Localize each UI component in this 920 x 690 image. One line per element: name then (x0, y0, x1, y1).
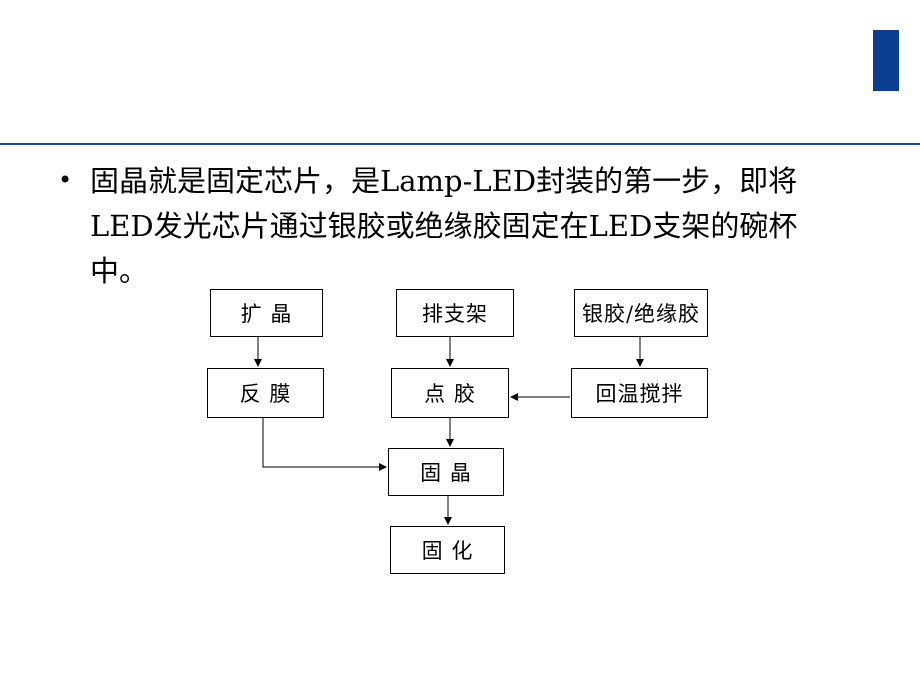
step-dianjiao: 点 胶 (391, 368, 509, 418)
step-guhua: 固 化 (390, 526, 505, 574)
paragraph-line-1: 固晶就是固定芯片，是Lamp-LED封装的第一步，即将 (90, 164, 798, 198)
step-yinjiao: 银胶/绝缘胶 (574, 289, 708, 337)
header-divider (0, 143, 920, 145)
bullet-icon: • (58, 166, 73, 194)
paragraph-line-3: 中。 (90, 254, 149, 288)
step-kuojing: 扩 晶 (210, 289, 323, 337)
step-gujing: 固 晶 (388, 448, 504, 496)
step-paizhijia: 排支架 (396, 289, 514, 337)
step-huiwen: 回温搅拌 (571, 368, 708, 418)
arrow-fanmo-to-gujing (262, 418, 387, 471)
body-paragraph: 固晶就是固定芯片，是Lamp-LED封装的第一步，即将 LED发光芯片通过银胶或… (90, 159, 870, 294)
step-fanmo: 反 膜 (207, 368, 324, 418)
paragraph-line-2: LED发光芯片通过银胶或绝缘胶固定在LED支架的碗杯 (90, 209, 798, 243)
title-accent-bar (873, 30, 899, 91)
